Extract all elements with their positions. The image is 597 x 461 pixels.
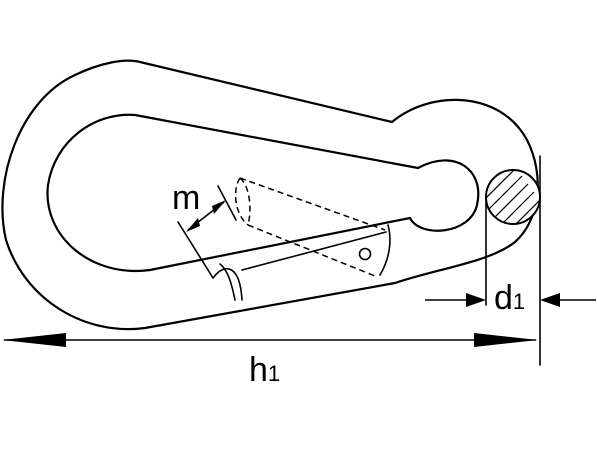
gate-rivet bbox=[358, 247, 372, 261]
carabiner-inner-contour bbox=[46, 113, 480, 273]
gate-gap-label: m bbox=[172, 179, 200, 217]
overall-length-label: h1 bbox=[249, 351, 280, 389]
wire-diameter-label: d1 bbox=[494, 279, 525, 317]
gate-gap-dimension: m bbox=[172, 179, 237, 279]
gate-hidden-lines bbox=[234, 177, 386, 277]
carabiner-outer-contour bbox=[1, 59, 539, 331]
wire-diameter-dimension: d1 bbox=[425, 155, 596, 366]
overall-length-dimension: h1 bbox=[2, 333, 538, 389]
